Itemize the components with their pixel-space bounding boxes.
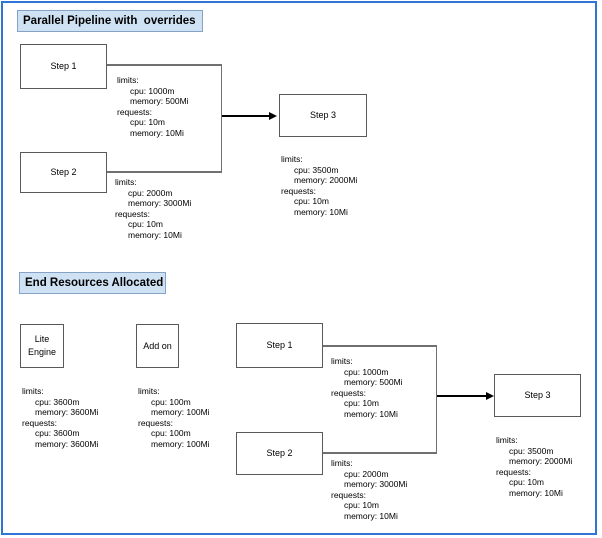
resource-line: memory: 100Mi: [151, 407, 210, 418]
resource-line: memory: 2000Mi: [294, 175, 358, 186]
resource-line: requests:: [496, 466, 531, 477]
resource-block-bottom-step-1: limits: cpu: 1000m memory: 500Mi request…: [331, 356, 403, 420]
node-label: Step 1: [266, 340, 293, 350]
resource-line: memory: 10Mi: [130, 127, 184, 138]
resource-line: cpu: 2000m: [128, 187, 173, 198]
section-title-parallel-pipeline: Parallel Pipeline with overrides: [17, 10, 203, 32]
resource-line: memory: 500Mi: [344, 377, 403, 388]
resource-block-lite-engine: limits: cpu: 3600m memory: 3600Mi reques…: [22, 386, 98, 450]
node-label: Add on: [143, 340, 172, 351]
resource-line: limits:: [22, 386, 44, 396]
resource-line: cpu: 10m: [130, 117, 165, 128]
resource-block-top-step-3: limits: cpu: 3500m memory: 2000Mi reques…: [281, 154, 357, 218]
arrowhead-icon: [269, 111, 277, 120]
resource-block-bottom-step-3: limits: cpu: 3500m memory: 2000Mi reques…: [496, 435, 572, 499]
resource-line: cpu: 10m: [294, 196, 329, 207]
connector-bottom-junction-vertical: [435, 345, 438, 454]
node-label: Step 3: [524, 390, 551, 400]
resource-line: requests:: [331, 387, 366, 398]
node-label: Step 1: [50, 61, 77, 71]
resource-line: limits:: [281, 154, 303, 164]
resource-line: memory: 10Mi: [344, 510, 398, 521]
resource-block-add-on: limits: cpu: 100m memory: 100Mi requests…: [138, 386, 210, 450]
resource-line: limits:: [331, 356, 353, 366]
node-bottom-step-1: Step 1: [236, 323, 323, 368]
node-top-step-1: Step 1: [20, 44, 107, 89]
resource-line: cpu: 10m: [344, 500, 379, 511]
resource-line: requests:: [281, 185, 316, 196]
resource-line: limits:: [138, 386, 160, 396]
node-top-step-2: Step 2: [20, 152, 107, 193]
arrowhead-icon: [486, 391, 494, 400]
resource-line: cpu: 100m: [151, 396, 191, 407]
resource-line: requests:: [22, 417, 57, 428]
node-bottom-step-2: Step 2: [236, 432, 323, 475]
resource-block-bottom-step-2: limits: cpu: 2000m memory: 3000Mi reques…: [331, 458, 407, 522]
resource-line: memory: 10Mi: [294, 206, 348, 217]
node-lite-engine: Lite Engine: [20, 324, 64, 368]
section-title-text: End Resources Allocated: [25, 277, 164, 289]
node-label: Lite: [34, 334, 50, 344]
connector-bottom-step2-to-junction: [323, 452, 437, 454]
node-label: Step 2: [50, 167, 77, 177]
connector-bottom-arrow-to-step3: [437, 395, 487, 397]
resource-line: memory: 3600Mi: [35, 438, 99, 449]
node-top-step-3: Step 3: [279, 94, 367, 137]
resource-line: cpu: 3500m: [509, 445, 554, 456]
resource-line: memory: 3000Mi: [128, 198, 192, 209]
resource-line: cpu: 3600m: [35, 396, 80, 407]
resource-line: memory: 10Mi: [509, 487, 563, 498]
resource-line: limits:: [117, 75, 139, 85]
resource-line: requests:: [331, 489, 366, 500]
resource-line: limits:: [115, 177, 137, 187]
resource-line: memory: 10Mi: [128, 229, 182, 240]
resource-block-top-step-1: limits: cpu: 1000m memory: 500Mi request…: [117, 75, 189, 139]
resource-line: cpu: 3500m: [294, 164, 339, 175]
node-add-on: Add on: [136, 324, 179, 368]
node-label: Step 3: [309, 110, 337, 120]
resource-line: cpu: 2000m: [344, 468, 389, 479]
resource-line: limits:: [331, 458, 353, 468]
resource-line: memory: 10Mi: [344, 408, 398, 419]
section-title-text: Parallel Pipeline with overrides: [23, 15, 196, 27]
resource-line: cpu: 100m: [151, 428, 191, 439]
connector-top-junction-vertical: [220, 64, 223, 173]
resource-line: memory: 3600Mi: [35, 407, 99, 418]
resource-line: cpu: 1000m: [344, 366, 389, 377]
connector-top-step1-to-junction: [107, 64, 222, 66]
resource-line: requests:: [138, 417, 173, 428]
resource-line: cpu: 10m: [509, 477, 544, 488]
connector-top-arrow-to-step3: [222, 115, 270, 117]
resource-line: memory: 100Mi: [151, 438, 210, 449]
node-label: Step 2: [266, 448, 293, 458]
node-label: Engine: [27, 347, 57, 357]
connector-top-step2-to-junction: [107, 171, 222, 173]
resource-line: cpu: 3600m: [35, 428, 80, 439]
connector-bottom-step1-to-junction: [323, 345, 437, 347]
resource-line: cpu: 10m: [344, 398, 379, 409]
resource-line: cpu: 10m: [128, 219, 163, 230]
resource-line: memory: 2000Mi: [509, 456, 573, 467]
resource-line: memory: 3000Mi: [344, 479, 408, 490]
section-title-end-resources: End Resources Allocated: [19, 272, 166, 294]
resource-line: requests:: [115, 208, 150, 219]
resource-line: memory: 500Mi: [130, 96, 189, 107]
node-bottom-step-3: Step 3: [494, 374, 581, 417]
resource-block-top-step-2: limits: cpu: 2000m memory: 3000Mi reques…: [115, 177, 191, 241]
resource-line: requests:: [117, 106, 152, 117]
resource-line: limits:: [496, 435, 518, 445]
resource-line: cpu: 1000m: [130, 85, 175, 96]
